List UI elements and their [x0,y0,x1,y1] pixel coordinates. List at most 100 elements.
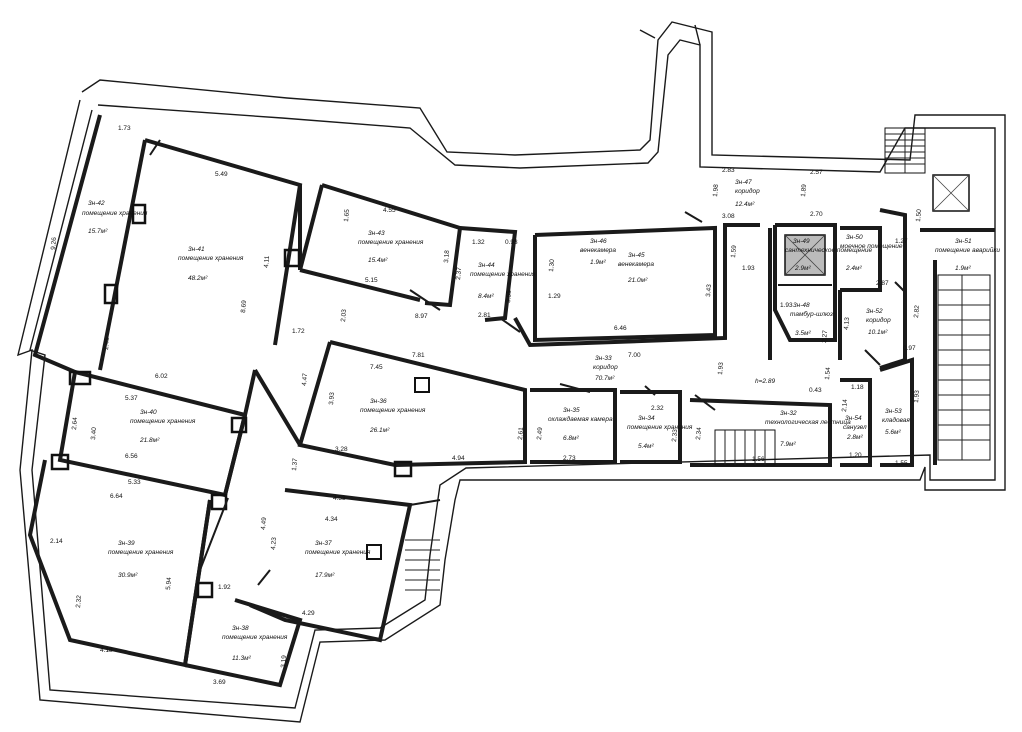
dim-label: 2.82 [913,305,921,319]
dim-label: 8.97 [415,313,428,320]
room-3n-41-name: помещение хранения [178,255,244,262]
dim-label: 2.32 [75,595,83,609]
room-3n-38-id: 3н-38 [232,625,249,632]
dim-label: 5.94 [165,577,173,591]
room-3n-34-id: 3н-34 [638,415,655,422]
dim-label: 6.64 [110,493,123,500]
dim-label: 3.55 [505,290,513,304]
outer-walls [17,21,1006,723]
room-3n-43-area: 15.4м² [368,257,388,264]
room-3n-47-name: коридор [735,187,760,195]
dim-label: 4.18 [100,647,113,654]
room-3n-54-area: 2.8м² [846,434,863,441]
dim-label: 1.18 [851,384,864,391]
room-3n-39-area: 30.9м² [118,572,138,579]
room-labels: 3н-42 помещение хранения 15.7м² 3н-41 по… [82,179,1000,662]
dim-label: 2.03 [340,309,348,323]
room-3n-47-area: 12.4м² [735,201,755,208]
dim-label: 1.65 [343,209,351,223]
room-3n-41-area: 48.2м² [188,275,208,282]
room-3n-35-area: 6.8м² [563,435,579,442]
dim-label: 2.34 [695,427,703,441]
room-3n-33-id: 3н-33 [595,355,612,362]
room-3n-50-name: моечное помещение [840,243,903,250]
room-3n-44-id: 3н-44 [478,262,495,269]
room-3n-44-name: помещение хранения [470,271,536,278]
room-3n-39-name: помещение хранения [108,549,174,556]
room-3n-38-name: помещение хранения [222,634,288,641]
room-3n-36-area: 26.1м² [369,427,390,434]
dim-label: 3.08 [722,213,735,220]
dim-label: 4.34 [325,516,338,523]
room-3n-40-name: помещение хранения [130,418,196,425]
dim-label: 6.56 [125,453,138,460]
room-3n-53-name: кладовая [882,416,910,424]
room-3n-48-area: 3.5м² [795,330,811,337]
dim-label: 7.45 [370,364,383,371]
room-3n-53-area: 5.6м² [885,429,901,436]
dim-label: 1.89 [800,184,808,198]
dim-label: 4.29 [302,610,315,617]
room-3n-43-id: 3н-43 [368,230,385,237]
dim-label: 1.27 [895,238,908,245]
dim-label: 4.94 [452,455,465,462]
room-3n-37-name: помещение хранения [305,549,371,556]
dim-label: 4.53 [333,495,346,502]
room-3n-42-name: помещение хранения [82,210,148,217]
dim-label: 2.61 [517,427,525,441]
ceiling-height: h=2.89 [755,378,775,385]
dim-label: 8.69 [240,300,248,314]
room-3n-37-id: 3н-37 [315,540,332,547]
dimension-labels: 1.73 5.49 9.26 4.11 8.69 2.45 6.02 1.65 … [50,125,923,686]
room-3n-49-id: 3н-49 [793,238,810,245]
room-3n-45-name: венекамера [618,261,654,268]
room-3n-52-id: 3н-52 [866,308,883,315]
dim-label: 4.55 [383,207,396,214]
dim-label: 2.70 [810,211,823,218]
room-3n-42-area: 15.7м² [88,228,108,235]
room-3n-44-area: 8.4м² [478,293,494,300]
dim-label: 3.93 [328,392,336,406]
room-3n-49-name: сантехническое помещение [785,247,872,254]
room-3n-54-id: 3н-54 [845,415,862,422]
shaft-icon [784,174,970,276]
dim-label: 1.93 [780,302,793,309]
dim-label: 3.43 [705,284,713,298]
dim-label: 1.59 [730,245,738,259]
room-3n-41-id: 3н-41 [188,246,205,253]
room-3n-48-name: тамбур-шлюз [790,310,833,318]
dim-label: 1.56 [752,456,765,463]
dim-label: 1.50 [915,209,923,223]
room-3n-37-area: 17.9м² [315,572,335,579]
dim-label: 2.37 [455,267,463,281]
dim-label: 5.37 [125,395,138,402]
dim-label: 3.40 [90,427,98,441]
room-3n-53-id: 3н-53 [885,408,902,415]
dim-label: 5.15 [365,277,378,284]
doors [149,139,906,586]
dim-label: 2.32 [651,405,664,412]
room-3n-51-id: 3н-51 [955,238,972,245]
room-3n-35-name: охлаждаемая камера [548,415,613,423]
dim-label: 2.73 [563,455,576,462]
dim-label: 3.19 [280,655,288,669]
room-3n-39-id: 3н-39 [118,540,135,547]
room-3n-32-id: 3н-32 [780,410,797,417]
dim-label: 2.64 [71,417,79,431]
room-3n-33-name: коридор [593,363,618,371]
dim-label: 6.46 [614,325,627,332]
inner-walls [27,114,995,688]
dim-label: 1.30 [548,259,556,273]
dim-label: 1.29 [548,293,561,300]
dim-label: 2.45 [103,337,111,351]
dim-label: 1.72 [292,328,305,335]
dim-label: 4.23 [270,537,278,551]
room-3n-51-area: 1.9м² [955,265,971,272]
dim-label: 4.47 [301,373,309,387]
room-3n-34-area: 5.4м² [638,443,654,450]
dim-label: 1.55 [895,460,908,467]
room-3n-45-id: 3н-45 [628,252,645,259]
dim-label: 1.93 [717,362,725,376]
dim-label: 1.93 [913,390,921,404]
